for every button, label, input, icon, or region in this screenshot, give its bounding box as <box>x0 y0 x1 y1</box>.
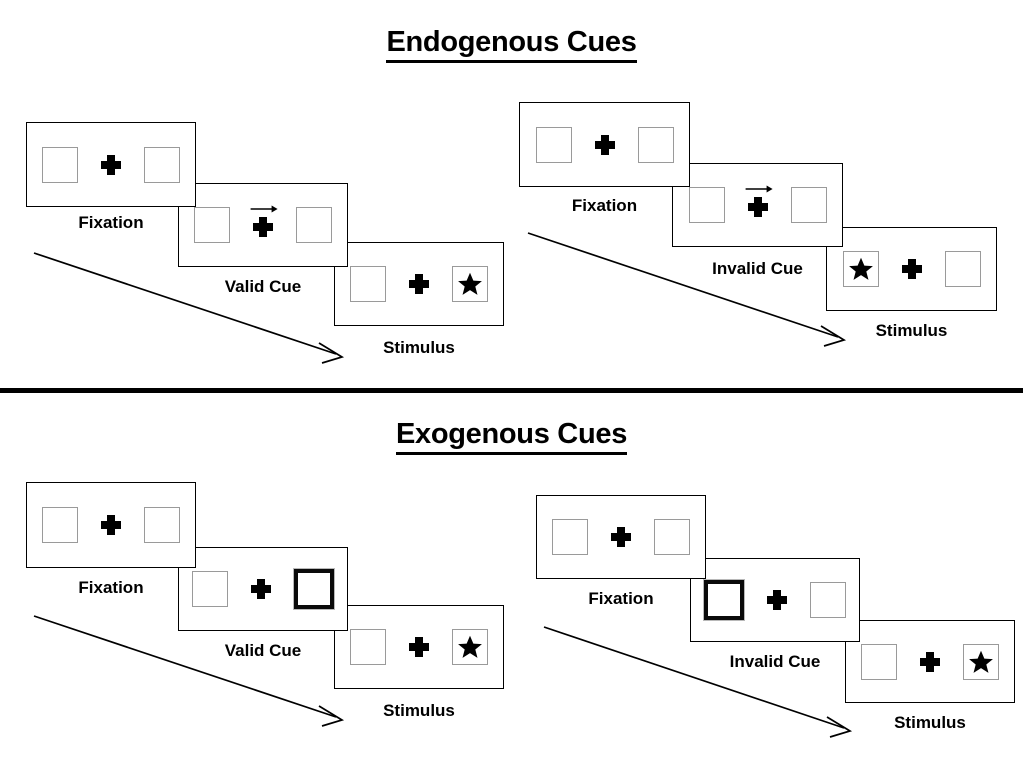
stimulus-box-left <box>552 519 588 555</box>
stimulus-box-left <box>350 629 386 665</box>
stimulus-box-right <box>944 251 981 287</box>
caption-exogenous-invalid-cue: Invalid Cue <box>729 652 821 671</box>
caption-endogenous-valid-cue: Valid Cue <box>224 277 302 296</box>
fixation-cross-icon <box>248 205 278 245</box>
fixation-cross-icon <box>606 517 636 557</box>
frame-endogenous-invalid-fixation <box>519 102 690 187</box>
frame-endogenous-invalid-cue <box>672 163 843 247</box>
fixation-cross-icon <box>96 145 126 185</box>
frame-endogenous-valid-cue <box>178 183 348 267</box>
frame-exogenous-valid-cue <box>178 547 348 631</box>
fixation-cross-icon <box>404 627 434 667</box>
stimulus-box-left <box>535 126 572 163</box>
star-icon <box>458 272 482 295</box>
stimulus-box-right <box>810 582 846 618</box>
fixation-cross-icon <box>762 580 792 620</box>
star-icon <box>848 257 873 280</box>
stimulus-box-left <box>842 251 879 287</box>
fixation-cross-icon <box>590 125 620 165</box>
stimulus-box-right <box>144 507 180 543</box>
caption-exogenous-invalid-fixation: Fixation <box>588 589 654 608</box>
frame-endogenous-valid-fixation <box>26 122 196 207</box>
stimulus-box-right <box>296 207 332 243</box>
frame-exogenous-invalid-fixation <box>536 495 706 579</box>
caption-exogenous-valid-cue: Valid Cue <box>224 641 302 660</box>
stimulus-box-left <box>192 571 228 607</box>
frame-exogenous-invalid-stimulus <box>845 620 1015 703</box>
fixation-cross-icon <box>897 249 927 289</box>
fixation-cross-icon <box>404 264 434 304</box>
arrow-right-icon <box>745 185 773 193</box>
fixation-cross-icon <box>915 642 945 682</box>
stimulus-box-right <box>452 266 488 302</box>
frame-endogenous-invalid-stimulus <box>826 227 997 311</box>
stimulus-box-right-cued <box>293 568 335 610</box>
stimulus-box-left <box>861 643 897 680</box>
frame-endogenous-valid-stimulus <box>334 242 504 326</box>
stimulus-box-left <box>194 207 230 243</box>
caption-exogenous-valid-stimulus: Stimulus <box>383 701 455 720</box>
stimulus-box-right <box>654 519 690 555</box>
section-title-exogenous-text: Exogenous Cues <box>395 418 627 455</box>
stimulus-box-right <box>790 187 827 223</box>
section-divider <box>0 388 1023 393</box>
star-icon <box>969 650 993 673</box>
section-title-endogenous-text: Endogenous Cues <box>386 26 637 63</box>
stimulus-box-left-cued <box>703 579 745 621</box>
caption-exogenous-valid-fixation: Fixation <box>78 578 144 597</box>
caption-endogenous-invalid-fixation: Fixation <box>571 196 638 215</box>
stimulus-box-right <box>637 126 674 163</box>
caption-endogenous-valid-fixation: Fixation <box>78 213 144 232</box>
frame-exogenous-valid-stimulus <box>334 605 504 689</box>
fixation-cross-icon <box>743 185 773 225</box>
stimulus-box-left <box>350 266 386 302</box>
stimulus-box-right <box>144 146 180 183</box>
stimulus-box-left <box>42 507 78 543</box>
caption-endogenous-invalid-stimulus: Stimulus <box>875 321 948 340</box>
fixation-cross-icon <box>246 569 276 609</box>
frame-exogenous-valid-fixation <box>26 482 196 568</box>
stimulus-box-left <box>42 146 78 183</box>
fixation-cross-icon <box>96 505 126 545</box>
stimulus-box-right <box>452 629 488 665</box>
stimulus-box-left <box>688 187 725 223</box>
caption-exogenous-invalid-stimulus: Stimulus <box>894 713 966 732</box>
section-title-endogenous: Endogenous Cues <box>0 26 1023 63</box>
caption-endogenous-valid-stimulus: Stimulus <box>383 338 455 357</box>
arrow-right-icon <box>250 205 278 213</box>
frame-exogenous-invalid-cue <box>690 558 860 642</box>
stimulus-box-right <box>963 643 999 680</box>
section-title-exogenous: Exogenous Cues <box>0 418 1023 455</box>
caption-endogenous-invalid-cue: Invalid Cue <box>712 259 803 278</box>
star-icon <box>458 635 482 658</box>
